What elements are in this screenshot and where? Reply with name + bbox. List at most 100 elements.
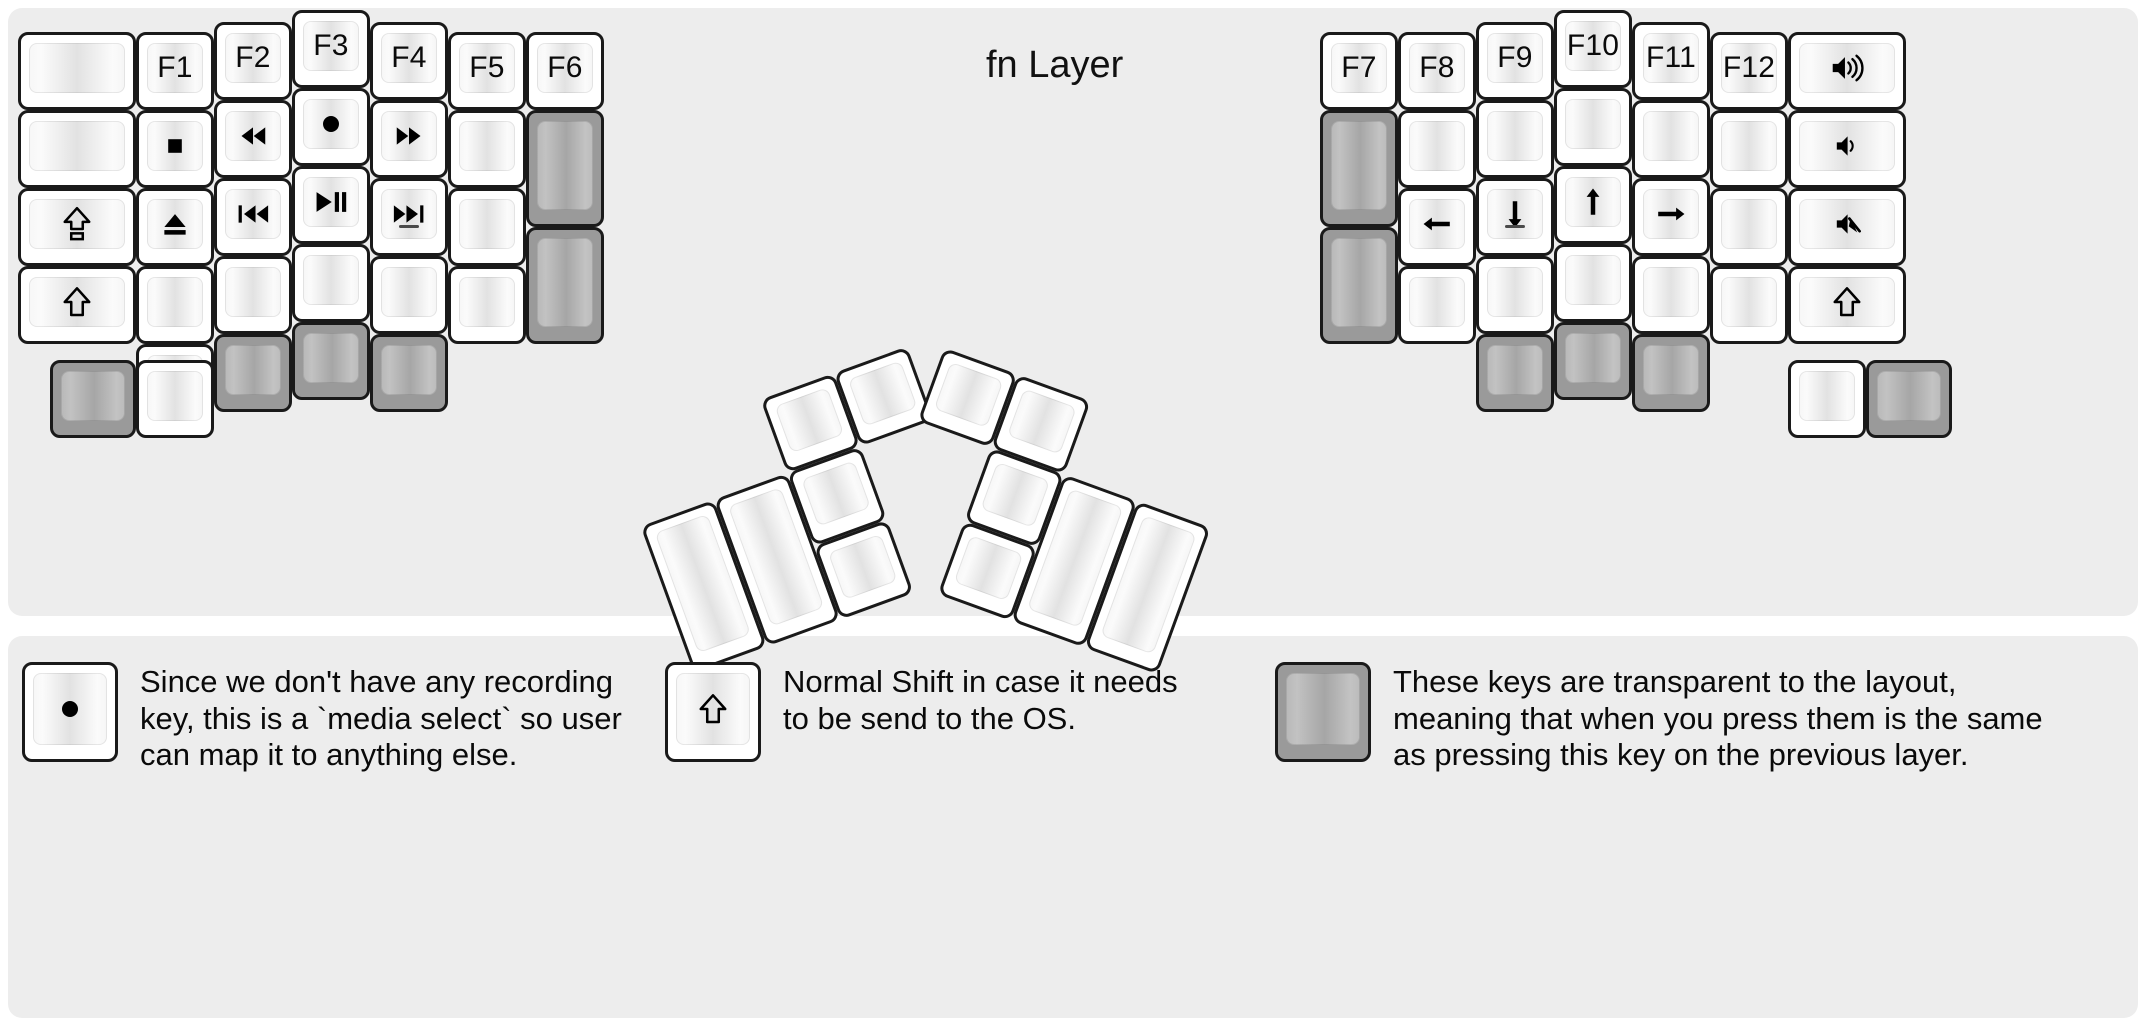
keycap-surface bbox=[303, 99, 359, 149]
left-col-1-key-3[interactable] bbox=[18, 188, 136, 266]
keycap-surface: F7 bbox=[1331, 43, 1387, 93]
page-title: fn Layer bbox=[986, 44, 1124, 86]
record-icon bbox=[311, 104, 351, 144]
keycap-surface bbox=[1643, 111, 1699, 161]
left-col-4-key-4[interactable] bbox=[292, 244, 370, 322]
right-col-f9-key-5[interactable] bbox=[1476, 334, 1554, 412]
right-bottom-blank[interactable] bbox=[1788, 360, 1866, 438]
keycap-surface bbox=[1409, 199, 1465, 249]
shift-icon bbox=[695, 691, 731, 727]
left-col-6-key-2[interactable] bbox=[448, 110, 526, 188]
right-col-f9-key-3[interactable] bbox=[1476, 178, 1554, 256]
left-col-3-key-5[interactable] bbox=[214, 334, 292, 412]
keycap-label: F10 bbox=[1566, 29, 1620, 62]
legend-shift-keycap[interactable] bbox=[665, 662, 761, 762]
legend-shift-text: Normal Shift in case it needs to be send… bbox=[783, 664, 1178, 736]
left-col-7-key-3[interactable] bbox=[526, 227, 604, 344]
keycap-surface bbox=[1565, 333, 1621, 383]
legend-transparent-keycap[interactable] bbox=[1275, 662, 1371, 762]
left-bottom-blank[interactable] bbox=[136, 360, 214, 438]
right-bottom-trans[interactable] bbox=[1866, 360, 1952, 438]
keycap-surface: F10 bbox=[1565, 21, 1621, 71]
left-col-5-key-2[interactable] bbox=[370, 100, 448, 178]
keycap-surface bbox=[147, 199, 203, 249]
legend-shift: Normal Shift in case it needs to be send… bbox=[665, 662, 1178, 762]
left-col-1-key-1[interactable] bbox=[18, 32, 136, 110]
left-col-7-key-2[interactable] bbox=[526, 110, 604, 227]
right-col-f8-key-4[interactable] bbox=[1398, 266, 1476, 344]
right-col-f9-key-2[interactable] bbox=[1476, 100, 1554, 178]
right-col-f11-key-1[interactable]: F11 bbox=[1632, 22, 1710, 100]
left-col-6-key-1[interactable]: F5 bbox=[448, 32, 526, 110]
right-col-media-key-4[interactable] bbox=[1788, 266, 1906, 344]
left-col-2-key-3[interactable] bbox=[136, 188, 214, 266]
keycap-label: F5 bbox=[469, 51, 505, 84]
keycap-surface bbox=[459, 277, 515, 327]
keycap-surface bbox=[1877, 371, 1941, 421]
left-col-3-key-3[interactable] bbox=[214, 178, 292, 256]
keycap-surface bbox=[1643, 189, 1699, 239]
left-col-2-key-4[interactable] bbox=[136, 266, 214, 344]
keycap-label: F7 bbox=[1341, 51, 1377, 84]
right-col-f7-key-2[interactable] bbox=[1320, 110, 1398, 227]
left-col-5-key-4[interactable] bbox=[370, 256, 448, 334]
keycap-surface bbox=[303, 333, 359, 383]
legend-record-keycap[interactable] bbox=[22, 662, 118, 762]
fast-forward-icon bbox=[387, 118, 431, 154]
right-col-f11-key-4[interactable] bbox=[1632, 256, 1710, 334]
right-col-f11-key-5[interactable] bbox=[1632, 334, 1710, 412]
right-col-f11-key-2[interactable] bbox=[1632, 100, 1710, 178]
right-col-f12-key-4[interactable] bbox=[1710, 266, 1788, 344]
right-col-f7-key-1[interactable]: F7 bbox=[1320, 32, 1398, 110]
right-col-f10-key-2[interactable] bbox=[1554, 88, 1632, 166]
left-col-3-key-1[interactable]: F2 bbox=[214, 22, 292, 100]
left-col-4-key-1[interactable]: F3 bbox=[292, 10, 370, 88]
right-col-f12-key-1[interactable]: F12 bbox=[1710, 32, 1788, 110]
arrow-down-icon bbox=[1499, 192, 1531, 236]
left-col-2-key-1[interactable]: F1 bbox=[136, 32, 214, 110]
left-col-1-key-4[interactable] bbox=[18, 266, 136, 344]
right-col-f8-key-3[interactable] bbox=[1398, 188, 1476, 266]
left-col-1-key-2[interactable] bbox=[18, 110, 136, 188]
right-col-media-key-2[interactable] bbox=[1788, 110, 1906, 188]
left-col-6-key-4[interactable] bbox=[448, 266, 526, 344]
right-col-media-key-3[interactable] bbox=[1788, 188, 1906, 266]
keycap-surface: F6 bbox=[537, 43, 593, 93]
left-col-4-key-3[interactable] bbox=[292, 166, 370, 244]
right-col-f11-key-3[interactable] bbox=[1632, 178, 1710, 256]
right-col-f8-key-1[interactable]: F8 bbox=[1398, 32, 1476, 110]
keycap-surface bbox=[29, 199, 125, 249]
right-col-f8-key-2[interactable] bbox=[1398, 110, 1476, 188]
keycap-surface: F8 bbox=[1409, 43, 1465, 93]
keycap-surface: F2 bbox=[225, 33, 281, 83]
left-col-7-key-1[interactable]: F6 bbox=[526, 32, 604, 110]
right-col-f10-key-5[interactable] bbox=[1554, 322, 1632, 400]
right-col-media-key-1[interactable] bbox=[1788, 32, 1906, 110]
eject-icon bbox=[156, 205, 194, 243]
left-col-2-key-2[interactable] bbox=[136, 110, 214, 188]
right-col-f12-key-2[interactable] bbox=[1710, 110, 1788, 188]
keycap-surface bbox=[1643, 267, 1699, 317]
keycap-surface: F9 bbox=[1487, 33, 1543, 83]
left-col-4-key-2[interactable] bbox=[292, 88, 370, 166]
volume-mute-icon bbox=[1830, 209, 1864, 239]
left-col-5-key-3[interactable] bbox=[370, 178, 448, 256]
right-col-f12-key-3[interactable] bbox=[1710, 188, 1788, 266]
keycap-surface bbox=[1409, 277, 1465, 327]
left-col-3-key-4[interactable] bbox=[214, 256, 292, 334]
left-col-4-key-5[interactable] bbox=[292, 322, 370, 400]
right-col-f10-key-4[interactable] bbox=[1554, 244, 1632, 322]
left-bottom-trans[interactable] bbox=[50, 360, 136, 438]
left-col-5-key-1[interactable]: F4 bbox=[370, 22, 448, 100]
left-col-3-key-2[interactable] bbox=[214, 100, 292, 178]
left-col-5-key-5[interactable] bbox=[370, 334, 448, 412]
keycap-surface bbox=[381, 345, 437, 395]
right-col-f10-key-1[interactable]: F10 bbox=[1554, 10, 1632, 88]
keycap-surface bbox=[1799, 43, 1895, 93]
right-col-f9-key-4[interactable] bbox=[1476, 256, 1554, 334]
right-col-f9-key-1[interactable]: F9 bbox=[1476, 22, 1554, 100]
keycap-surface bbox=[29, 277, 125, 327]
right-col-f7-key-3[interactable] bbox=[1320, 227, 1398, 344]
right-col-f10-key-3[interactable] bbox=[1554, 166, 1632, 244]
left-col-6-key-3[interactable] bbox=[448, 188, 526, 266]
